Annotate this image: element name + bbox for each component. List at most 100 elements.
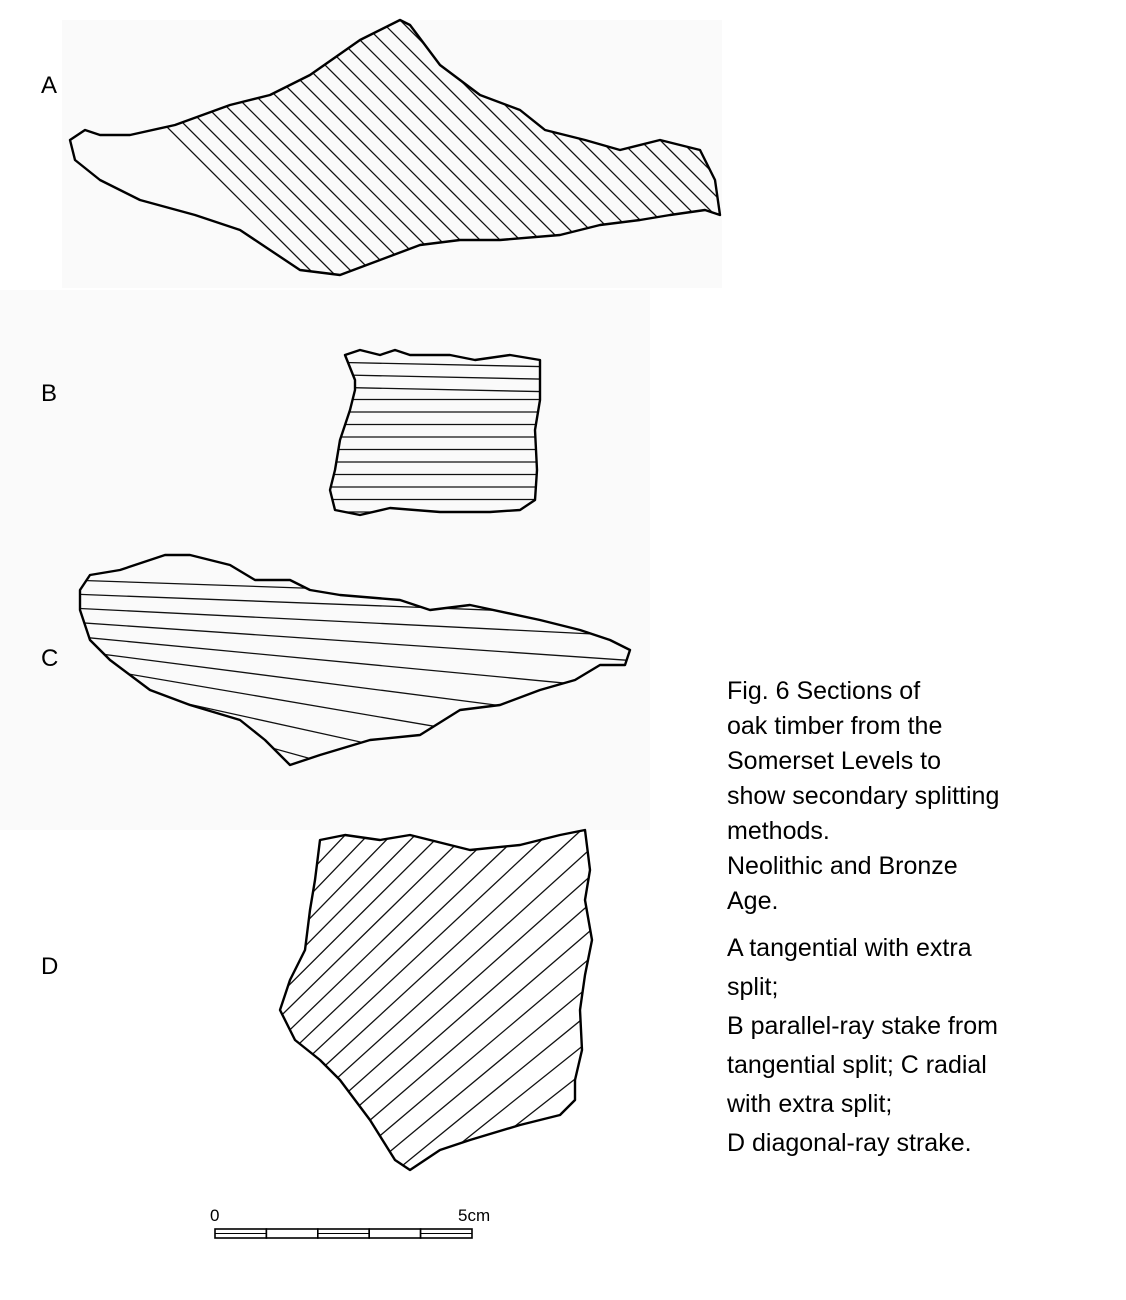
caption-line: Neolithic and Bronze (727, 852, 958, 880)
label-c: C (41, 645, 59, 672)
hatch-lines (80, 579, 630, 765)
caption-line: oak timber from the (727, 712, 943, 740)
label-a: A (41, 72, 58, 99)
grain-line (280, 830, 351, 905)
grain-line (280, 830, 446, 995)
grain-line (99, 20, 356, 275)
caption-line: Somerset Levels to (727, 747, 941, 775)
grain-line (119, 20, 376, 275)
grain-line (280, 874, 592, 1153)
grain-line (80, 679, 465, 765)
figure-legend: A tangential with extra split; B paralle… (727, 929, 1107, 1163)
grain-line (80, 636, 630, 690)
grain-line (80, 723, 179, 765)
grain-line (319, 20, 576, 275)
grain-line (619, 20, 720, 121)
grain-line (280, 830, 553, 1086)
grain-line (80, 622, 630, 662)
grain-line (338, 956, 592, 1170)
caption-line: show secondary splitting (727, 782, 1000, 810)
figure-caption: Fig. 6 Sections of oak timber from the S… (727, 674, 1107, 919)
legend-line: split; (727, 973, 779, 1001)
legend-line: tangential split; C radial (727, 1051, 987, 1079)
caption-line: Age. (727, 887, 779, 915)
grain-line (299, 20, 556, 275)
grain-line (199, 20, 456, 275)
grain-line (80, 607, 630, 637)
scale-end-label: 5cm (458, 1206, 491, 1225)
grain-line (561, 1146, 592, 1170)
scale-bar (214, 1228, 473, 1239)
grain-line (339, 20, 596, 275)
section-c-drawing (78, 553, 632, 767)
grain-line (679, 20, 720, 61)
grain-line (330, 386, 540, 393)
grain-line (699, 20, 720, 41)
grain-line (539, 20, 720, 201)
grain-line (459, 20, 716, 275)
scale-segment (368, 1228, 422, 1239)
grain-line (280, 830, 286, 837)
grain-line (139, 20, 396, 275)
section-outline (278, 828, 594, 1172)
hatch-lines (330, 361, 540, 513)
label-b: B (41, 380, 58, 407)
grain-line (330, 361, 540, 368)
grain-line (330, 374, 540, 380)
caption-line: methods. (727, 817, 830, 845)
grain-line (599, 20, 720, 141)
grain-line (439, 20, 696, 275)
grain-line (499, 20, 720, 241)
grain-line (367, 983, 592, 1170)
grain-line (80, 738, 134, 765)
grain-line (659, 20, 720, 81)
grain-line (579, 20, 720, 161)
grain-line (219, 20, 476, 275)
grain-line (280, 830, 498, 1040)
section-b-drawing (328, 348, 542, 517)
background-panel-bc (0, 290, 650, 830)
grain-line (427, 1037, 592, 1170)
legend-line: B parallel-ray stake from (727, 1012, 998, 1040)
grain-line (458, 1065, 592, 1170)
grain-line (239, 20, 496, 275)
grain-line (79, 20, 336, 275)
section-outline (328, 348, 542, 517)
label-d: D (41, 953, 59, 980)
legend-line: A tangential with extra (727, 934, 972, 962)
grain-line (396, 1010, 592, 1170)
grain-line (279, 20, 536, 275)
legend-line: D diagonal-ray strake. (727, 1129, 972, 1157)
grain-line (639, 20, 720, 101)
grain-line (280, 830, 472, 1018)
background-panel-a (62, 20, 722, 288)
legend-line: with extra split; (727, 1090, 893, 1118)
grain-line (280, 830, 374, 927)
hatch-lines (70, 20, 720, 275)
grain-line (559, 20, 720, 181)
grain-line (280, 830, 307, 860)
grain-line (259, 20, 516, 275)
grain-line (280, 830, 397, 950)
grain-line (311, 928, 592, 1170)
grain-line (280, 846, 592, 1131)
caption-line: Fig. 6 Sections of (727, 677, 921, 705)
grain-line (179, 20, 436, 275)
grain-line (379, 20, 636, 275)
section-outline (68, 18, 722, 277)
grain-line (159, 20, 416, 275)
section-d-drawing (278, 828, 594, 1172)
grain-line (280, 830, 329, 882)
grain-line (525, 1119, 592, 1170)
grain-line (280, 830, 582, 1108)
scale-start-label: 0 (210, 1206, 220, 1225)
grain-line (80, 753, 100, 765)
scale-segment (265, 1228, 319, 1239)
section-outline (78, 553, 632, 767)
grain-line (80, 708, 243, 765)
grain-line (80, 694, 334, 765)
grain-line (359, 20, 616, 275)
section-a-drawing (68, 18, 722, 277)
grain-line (280, 830, 525, 1063)
